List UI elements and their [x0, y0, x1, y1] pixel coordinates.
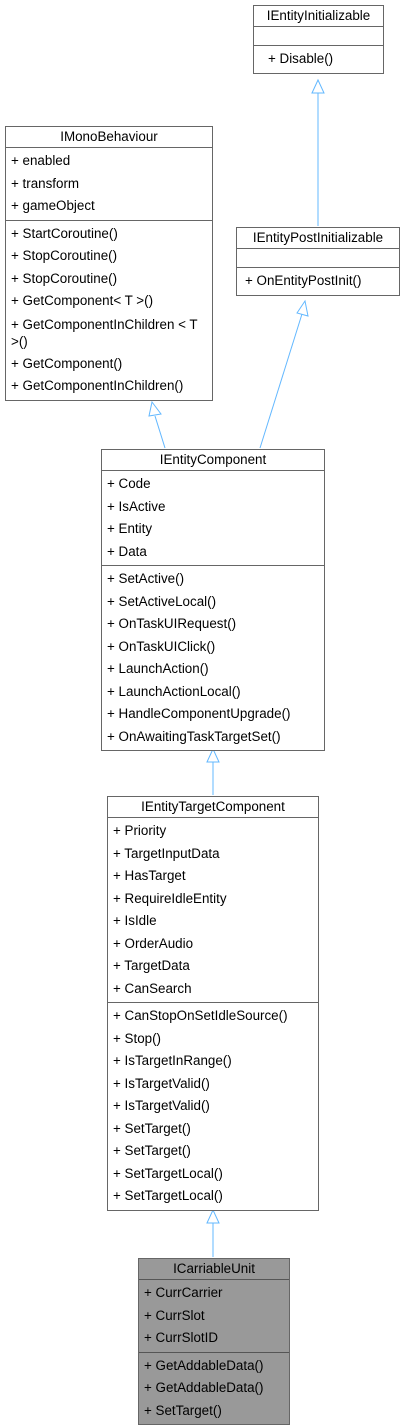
arrowhead-component [206, 747, 220, 763]
operation: + Stop() [113, 1030, 162, 1046]
operation: + SetTarget() [144, 1402, 222, 1418]
attribute: + HasTarget [113, 868, 186, 883]
attributes-section [254, 27, 383, 46]
operation: + StopCoroutine() [11, 248, 118, 263]
attributes-section: + CurrCarrier + CurrSlot + CurrSlotID [139, 1280, 289, 1353]
class-ientitycomponent[interactable]: IEntityComponent + Code + IsActive + Ent… [101, 449, 325, 751]
operations-section: + OnEntityPostInit() [237, 268, 399, 295]
attribute: + IsActive [107, 498, 166, 514]
operation: + StopCoroutine() [11, 270, 118, 286]
operation: + StartCoroutine() [11, 225, 118, 241]
operation: + SetTargetLocal() [113, 1165, 223, 1181]
operation: + LaunchActionLocal() [107, 683, 241, 699]
operations-section: + SetActive() + SetActiveLocal() + OnTas… [102, 566, 324, 750]
operation: + IsTargetInRange() [113, 1053, 232, 1068]
class-title: IEntityTargetComponent [108, 797, 318, 818]
attribute: + TargetData [113, 958, 190, 973]
operation: + OnTaskUIRequest() [107, 616, 237, 631]
operation: + HandleComponentUpgrade() [107, 706, 291, 721]
operation: + GetComponent() [11, 355, 123, 371]
arrowhead-postinit [296, 299, 309, 317]
arrowhead-target [206, 1208, 220, 1224]
operation: + GetAddableData() [144, 1357, 264, 1373]
operation: + SetActiveLocal() [107, 593, 217, 609]
operations-section: + GetAddableData() + GetAddableData() + … [139, 1353, 289, 1425]
class-ientitypostinitializable[interactable]: IEntityPostInitializable + OnEntityPostI… [236, 227, 400, 296]
operation: + LaunchAction() [107, 661, 209, 676]
attribute: + Priority [113, 823, 167, 838]
arrowhead-initializable [311, 78, 325, 94]
arrowhead-mono [148, 400, 162, 417]
attribute: + gameObject [11, 198, 95, 213]
operation: + SetTarget() [113, 1120, 191, 1136]
class-title: ICarriableUnit [139, 1259, 289, 1280]
attribute: + enabled [11, 153, 71, 168]
attribute: + CurrCarrier [144, 1285, 223, 1300]
operation: + SetTarget() [113, 1143, 191, 1158]
attribute: + transform [11, 175, 80, 191]
class-title: IMonoBehaviour [6, 127, 212, 148]
attribute: + OrderAudio [113, 935, 194, 951]
operation: + OnAwaitingTaskTargetSet() [107, 728, 281, 744]
edge-component-to-mono [154, 415, 166, 449]
operation: + GetComponent< T >() [11, 293, 154, 308]
operation: + SetTargetLocal() [113, 1188, 223, 1203]
attribute: + IsIdle [113, 913, 157, 928]
attribute: + Entity [107, 521, 153, 536]
operation: + Disable() [268, 51, 334, 66]
attribute: + CanSearch [113, 980, 192, 996]
operation: + CanStopOnSetIdleSource() [113, 1008, 288, 1023]
operation: + OnTaskUIClick() [107, 638, 216, 654]
class-title: IEntityComponent [102, 450, 324, 471]
operations-section: + Disable() [254, 46, 383, 73]
attribute: + CurrSlot [144, 1307, 205, 1323]
operation: + GetAddableData() [144, 1380, 264, 1395]
operation: + IsTargetValid() [113, 1098, 210, 1113]
attribute: + Data [107, 543, 147, 559]
attributes-section: + Priority + TargetInputData + HasTarget… [108, 818, 318, 1003]
attribute: + CurrSlotID [144, 1330, 219, 1345]
operation: + GetComponentInChildren() [11, 378, 184, 393]
attribute: + Code [107, 476, 151, 491]
class-imonobehaviour[interactable]: IMonoBehaviour + enabled + transform + g… [5, 126, 213, 401]
operation: + IsTargetValid() [113, 1075, 210, 1091]
operations-section: + StartCoroutine() + StopCoroutine() + S… [6, 221, 212, 400]
attributes-section [237, 249, 399, 268]
edge-component-to-postinit [259, 313, 303, 449]
class-ientitytargetcomponent[interactable]: IEntityTargetComponent + Priority + Targ… [107, 796, 319, 1211]
attribute: + RequireIdleEntity [113, 890, 227, 906]
edge-group [148, 78, 325, 1257]
class-title: IEntityInitializable [254, 6, 383, 27]
operation: + GetComponentInChildren < T >() [11, 316, 198, 349]
attribute: + TargetInputData [113, 845, 220, 861]
operations-section: + CanStopOnSetIdleSource() + Stop() + Is… [108, 1003, 318, 1210]
operation: + OnEntityPostInit() [245, 273, 362, 288]
class-title: IEntityPostInitializable [237, 228, 399, 249]
operation: + SetActive() [107, 571, 185, 586]
class-icarriableunit[interactable]: ICarriableUnit + CurrCarrier + CurrSlot … [138, 1258, 290, 1425]
attributes-section: + enabled + transform + gameObject [6, 148, 212, 221]
class-ientityinitializable[interactable]: IEntityInitializable + Disable() [253, 5, 384, 74]
attributes-section: + Code + IsActive + Entity + Data [102, 471, 324, 566]
